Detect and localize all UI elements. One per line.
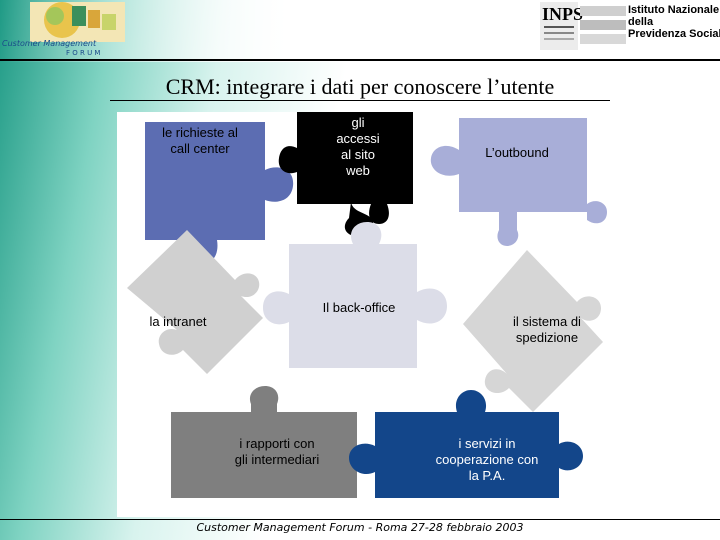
piece-label-spedizione: il sistema di spedizione	[491, 314, 603, 346]
piece-label-intranet: la intranet	[123, 314, 233, 330]
inps-name: Istituto Nazionale della Previdenza Soci…	[628, 4, 720, 40]
piece-label-back-office: Il back-office	[309, 300, 409, 316]
piece-label-cooperazione: i servizi in cooperazione con la P.A.	[417, 436, 557, 484]
inps-acronym: INPS	[542, 4, 583, 24]
piece-label-outbound: L’outbound	[462, 145, 572, 161]
logo-line2: F O R U M	[66, 49, 100, 57]
customer-management-forum-logo: Customer Management F O R U M	[0, 0, 135, 58]
piece-label-intermediari: i rapporti con gli intermediari	[217, 436, 337, 468]
title-underline	[110, 100, 610, 101]
puzzle-piece-back-office	[263, 222, 447, 368]
puzzle-piece-outbound	[431, 118, 607, 246]
puzzle-piece-intranet	[127, 230, 263, 374]
footer-text: Customer Management Forum - Roma 27-28 f…	[0, 521, 720, 534]
slide-title: CRM: integrare i dati per conoscere l’ut…	[0, 74, 720, 100]
logo-line1: Customer Management	[2, 39, 97, 48]
puzzle-diagram: le richieste al call center gli accessi …	[117, 112, 609, 517]
header-divider	[0, 59, 720, 61]
footer-divider	[0, 519, 720, 520]
piece-label-web: gli accessi al sito web	[313, 115, 403, 179]
piece-label-call-center: le richieste al call center	[145, 125, 255, 157]
